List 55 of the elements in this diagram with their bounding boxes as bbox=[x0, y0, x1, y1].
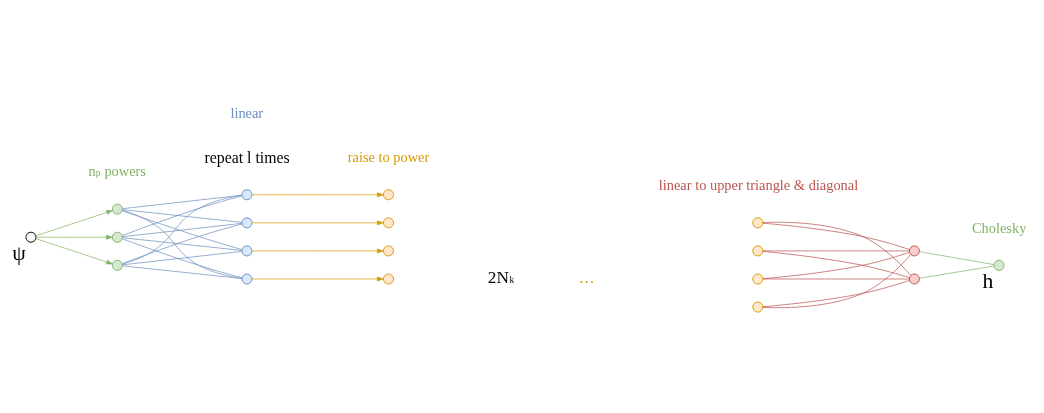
connector bbox=[122, 238, 243, 278]
label: raise to power bbox=[347, 148, 430, 165]
connector bbox=[762, 222, 910, 250]
connector bbox=[762, 250, 910, 251]
connector bbox=[122, 209, 243, 250]
arrow bbox=[35, 234, 113, 240]
connector bbox=[122, 223, 243, 264]
connector bbox=[762, 253, 912, 308]
label: Cholesky bbox=[972, 219, 1027, 236]
connector bbox=[762, 221, 912, 276]
node-circle bbox=[752, 273, 764, 284]
arrow bbox=[251, 219, 384, 225]
node-circle bbox=[111, 231, 123, 243]
label: linear bbox=[230, 104, 264, 121]
node-circle bbox=[111, 259, 123, 271]
connector bbox=[762, 279, 910, 307]
arrow bbox=[251, 276, 384, 281]
arrow bbox=[35, 237, 113, 264]
node-circle bbox=[752, 216, 764, 228]
connector bbox=[919, 250, 995, 265]
node-circle bbox=[908, 244, 920, 256]
node-circle bbox=[382, 216, 394, 228]
node-circle bbox=[993, 259, 1005, 271]
connector bbox=[122, 264, 243, 279]
node-circle bbox=[25, 231, 37, 243]
arrow bbox=[35, 209, 113, 236]
connector bbox=[122, 236, 243, 251]
node-label: ψ bbox=[12, 240, 26, 265]
arrow bbox=[251, 248, 384, 253]
node-circle bbox=[111, 203, 123, 215]
node-circle bbox=[752, 301, 764, 313]
connector bbox=[121, 194, 243, 265]
node-circle bbox=[752, 244, 764, 256]
node-circle bbox=[382, 244, 394, 256]
node-circle bbox=[241, 273, 253, 284]
node-circle bbox=[241, 188, 253, 200]
node-circle bbox=[382, 273, 394, 284]
label: 2Nk bbox=[487, 267, 515, 287]
connector bbox=[919, 265, 995, 279]
node-circle bbox=[908, 273, 920, 284]
connector bbox=[122, 250, 243, 265]
connector bbox=[122, 222, 243, 237]
arrow bbox=[251, 191, 384, 197]
connector bbox=[122, 195, 243, 236]
label: np powers bbox=[88, 162, 146, 179]
label: linear to upper triangle & diagonal bbox=[658, 176, 859, 193]
label: repeat l times bbox=[204, 148, 290, 166]
node-label: h bbox=[982, 268, 994, 293]
label: … bbox=[578, 268, 595, 286]
connector bbox=[122, 209, 243, 279]
node-circle bbox=[241, 216, 253, 228]
connector bbox=[122, 208, 243, 223]
node-circle bbox=[241, 244, 253, 256]
connector bbox=[762, 278, 910, 279]
node-circle bbox=[382, 188, 394, 200]
